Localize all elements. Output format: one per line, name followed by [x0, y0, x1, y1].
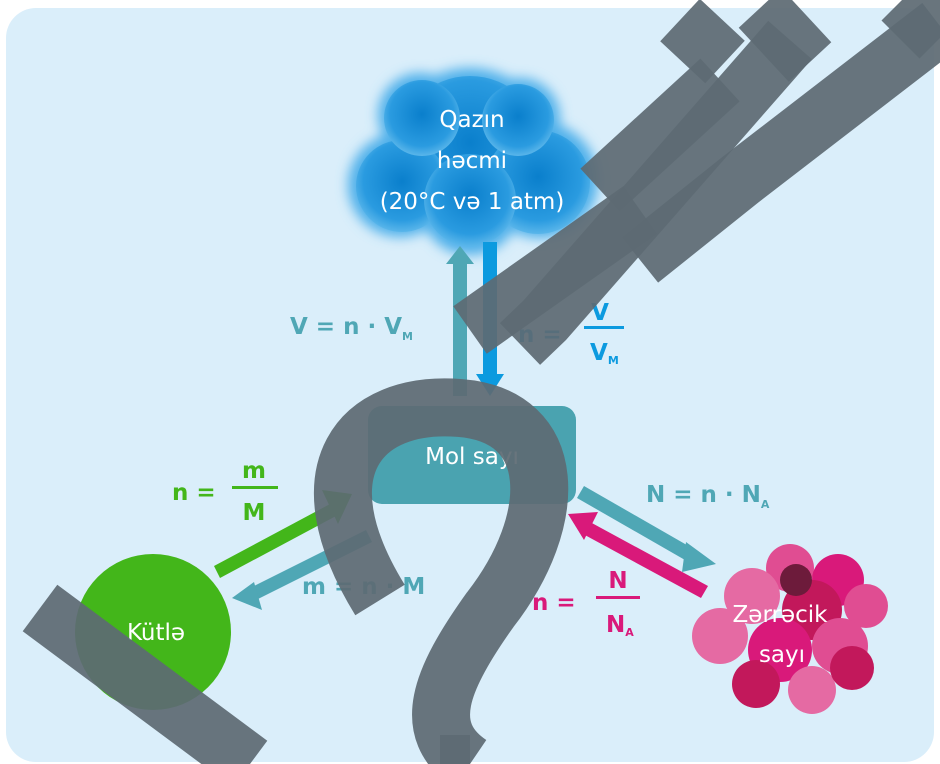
- mass-label: Kütlə: [127, 620, 185, 646]
- svg-text:V = n · VM: V = n · VM: [290, 314, 413, 343]
- particle-label-line1: Zərrəcik: [733, 602, 829, 628]
- arrow-up-to-volume: [446, 246, 474, 396]
- particle-label-line2: sayı: [759, 642, 805, 668]
- formula-moles-from-mass-numerator: m: [242, 458, 266, 484]
- formula-moles-from-particles: n = N NA: [532, 568, 640, 639]
- formula-moles-from-particles-lhs: n =: [532, 590, 576, 616]
- fraction-bar: [584, 326, 624, 329]
- formula-volume-text: V = n · V: [290, 314, 402, 340]
- formula-particles-text: N = n · N: [646, 482, 761, 508]
- fraction-bar: [596, 596, 640, 599]
- gas-volume-label-line3: (20°C və 1 atm): [380, 189, 565, 215]
- gas-volume-label-line2: həcmi: [437, 148, 507, 174]
- formula-moles-from-particles-denominator-sub: A: [625, 626, 634, 639]
- formula-moles-from-particles-numerator: N: [608, 568, 627, 594]
- arrow-particles-to-moles: [568, 512, 708, 598]
- watermark: [22, 0, 940, 764]
- formula-moles-from-mass-lhs: n =: [172, 480, 216, 506]
- fraction-bar: [232, 486, 278, 489]
- formula-particles-subscript: A: [761, 498, 770, 511]
- formula-moles-from-volume-denominator-sub: M: [608, 354, 619, 367]
- gas-volume-label-line1: Qazın: [439, 107, 504, 133]
- particle-cluster: [692, 544, 888, 714]
- arrow-moles-to-particles: [577, 486, 716, 572]
- particle-count-node: Zərrəcik sayı: [692, 544, 888, 714]
- formula-moles-from-mass-denominator: M: [243, 500, 266, 526]
- cloud-core: [356, 76, 590, 246]
- formula-moles-from-particles-denominator: N: [606, 612, 625, 638]
- svg-text:NA: NA: [606, 612, 634, 639]
- formula-moles-from-volume-denominator: V: [590, 340, 608, 366]
- gas-volume-node: Qazın həcmi (20°C və 1 atm): [348, 68, 598, 255]
- formula-moles-from-mass: n = m M: [172, 458, 278, 526]
- svg-text:VM: VM: [590, 340, 619, 367]
- formula-volume-subscript: M: [402, 330, 413, 343]
- formula-moles-from-volume-numerator: V: [591, 300, 609, 326]
- formula-volume-from-moles: V = n · VM: [290, 314, 413, 343]
- formula-particles-from-moles: N = n · NA: [646, 482, 770, 511]
- svg-text:N = n · NA: N = n · NA: [646, 482, 770, 511]
